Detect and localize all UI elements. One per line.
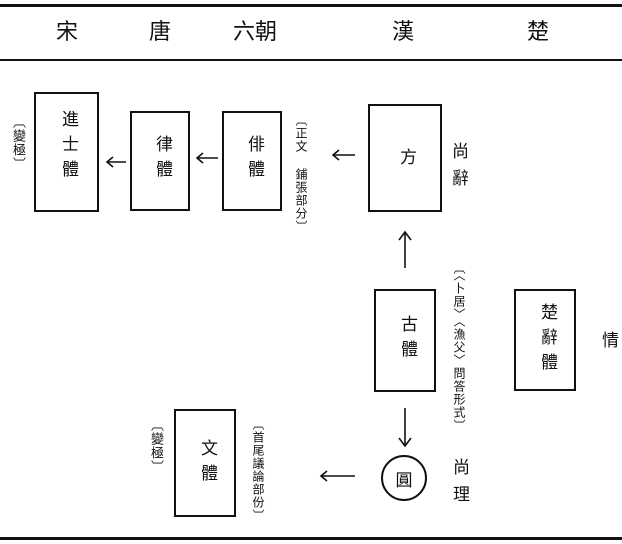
note-wenda: 〔〈卜居〉〈漁父〉問答形式〕 — [452, 262, 466, 432]
label-shangci: 尚辭 — [448, 142, 468, 196]
box-gu: 古體 — [374, 289, 436, 392]
box-pai: 俳體 — [222, 111, 282, 211]
era-chu: 楚 — [526, 20, 550, 45]
box-chuci: 楚辭體 — [514, 289, 576, 391]
box-wen-label: 文體 — [197, 439, 217, 489]
box-wen: 文體 — [174, 409, 236, 517]
era-tang: 唐 — [148, 20, 172, 45]
note-zhengwen: 〔正文 鋪張部分〕 — [294, 114, 308, 233]
box-lu-label: 律體 — [152, 135, 172, 185]
circle-yuan: 圓 — [381, 455, 427, 501]
bottom-rule — [0, 537, 622, 540]
label-shangli: 尚理 — [449, 458, 469, 512]
box-lu: 律體 — [130, 111, 190, 211]
box-gu-label: 古體 — [397, 315, 417, 365]
note-shouwei: 〔首尾議論部份〕 — [251, 418, 265, 522]
box-pai-label: 俳體 — [244, 135, 264, 185]
top-rule-thick — [0, 4, 622, 7]
box-chuci-label: 楚辭體 — [537, 303, 557, 378]
era-song: 宋 — [55, 20, 79, 45]
label-qing: 情 — [598, 331, 618, 358]
note-bianji-top: 〔變極〕 — [10, 115, 25, 171]
box-jinshi: 進士體 — [34, 92, 99, 212]
box-jinshi-label: 進士體 — [58, 110, 78, 185]
box-fang-label: 方 — [396, 148, 416, 173]
circle-yuan-label: 圓 — [395, 470, 413, 491]
era-liuchao: 六朝 — [232, 20, 278, 45]
box-fang: 方 — [368, 104, 442, 212]
note-bianji-bottom: 〔變極〕 — [148, 418, 163, 474]
era-han: 漢 — [391, 20, 415, 45]
header-rule — [0, 59, 622, 61]
